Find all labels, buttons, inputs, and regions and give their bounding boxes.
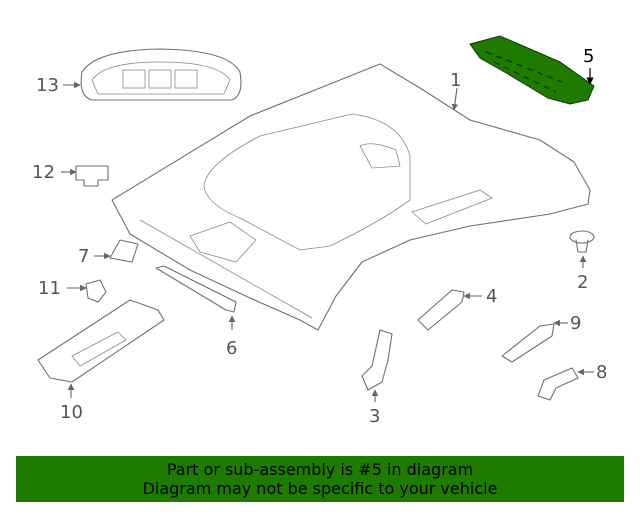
callout-8: 8 bbox=[577, 362, 607, 383]
bracket-9-part[interactable] bbox=[501, 323, 555, 363]
svg-text:2: 2 bbox=[577, 272, 588, 293]
svg-text:11: 11 bbox=[38, 278, 61, 299]
parts-diagram: 1 2 3 4 5 6 7 8 9 10 11 12 bbox=[32, 35, 607, 427]
svg-text:1: 1 bbox=[450, 70, 461, 91]
callout-4: 4 bbox=[463, 286, 497, 307]
push-pin-part[interactable] bbox=[569, 230, 595, 253]
svg-text:4: 4 bbox=[486, 286, 497, 307]
banner-line-2: Diagram may not be specific to your vehi… bbox=[142, 479, 498, 498]
hook-11-part[interactable] bbox=[85, 279, 107, 303]
callout-3: 3 bbox=[369, 389, 380, 427]
strip-6-part[interactable] bbox=[155, 265, 237, 313]
clip-7-part[interactable] bbox=[109, 239, 139, 263]
callout-1: 1 bbox=[450, 70, 461, 111]
callout-5: 5 bbox=[583, 46, 594, 85]
grab-handle-part[interactable] bbox=[537, 367, 579, 401]
callout-13: 13 bbox=[36, 75, 81, 96]
svg-text:10: 10 bbox=[60, 402, 83, 423]
part-5-highlighted[interactable] bbox=[469, 35, 595, 105]
callout-10: 10 bbox=[60, 383, 83, 423]
svg-text:9: 9 bbox=[570, 313, 581, 334]
callout-11: 11 bbox=[38, 278, 87, 299]
svg-text:3: 3 bbox=[369, 406, 380, 427]
svg-text:12: 12 bbox=[32, 162, 55, 183]
callout-9: 9 bbox=[553, 313, 581, 334]
svg-text:5: 5 bbox=[583, 46, 594, 67]
svg-text:8: 8 bbox=[596, 362, 607, 383]
clip-12-part[interactable] bbox=[75, 165, 109, 187]
headliner-part[interactable] bbox=[111, 63, 591, 331]
dome-light-part[interactable] bbox=[80, 48, 242, 101]
svg-text:13: 13 bbox=[36, 75, 59, 96]
callout-7: 7 bbox=[78, 246, 111, 267]
info-banner: Part or sub-assembly is #5 in diagram Di… bbox=[16, 456, 624, 502]
banner-line-1: Part or sub-assembly is #5 in diagram bbox=[166, 460, 474, 479]
svg-text:6: 6 bbox=[226, 338, 237, 359]
callout-2: 2 bbox=[577, 255, 588, 293]
bracket-4-part[interactable] bbox=[417, 289, 465, 331]
callout-12: 12 bbox=[32, 162, 77, 183]
svg-text:7: 7 bbox=[78, 246, 89, 267]
bracket-3-part[interactable] bbox=[361, 329, 393, 391]
sun-visor-part[interactable] bbox=[37, 299, 165, 383]
callout-6: 6 bbox=[226, 315, 237, 359]
